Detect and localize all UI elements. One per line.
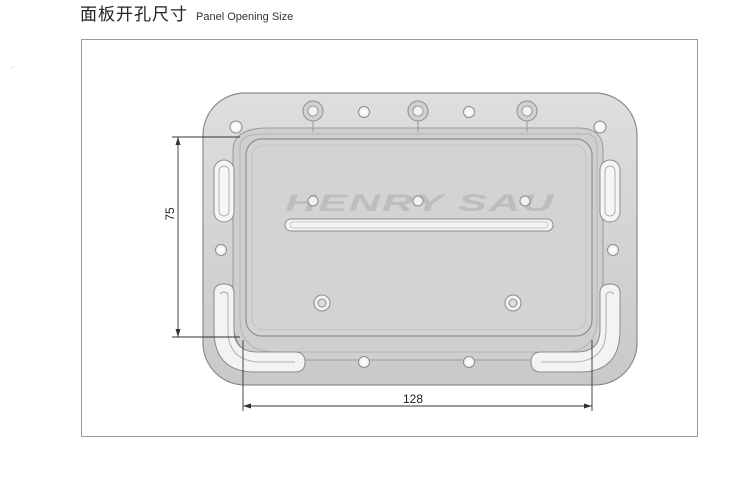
dimension-width: [242, 340, 593, 411]
center-panel: [245, 138, 593, 337]
center-slot: [284, 218, 554, 232]
top-bosses: [302, 100, 538, 132]
page-title: 面板开孔尺寸 Panel Opening Size: [80, 0, 293, 26]
side-slots-upper: [213, 159, 621, 223]
title-english: Panel Opening Size: [196, 11, 294, 23]
width-dimension-label: 128: [403, 392, 423, 406]
height-dimension-label: 75: [163, 207, 177, 221]
center-panel-inner: [251, 144, 587, 331]
mounting-holes: [215, 106, 619, 368]
dimension-height: [172, 136, 240, 338]
drawing-frame: [81, 39, 698, 437]
title-chinese: 面板开孔尺寸: [80, 5, 188, 25]
panel-screw-holes: [307, 195, 531, 312]
corner-slots: [213, 283, 621, 373]
